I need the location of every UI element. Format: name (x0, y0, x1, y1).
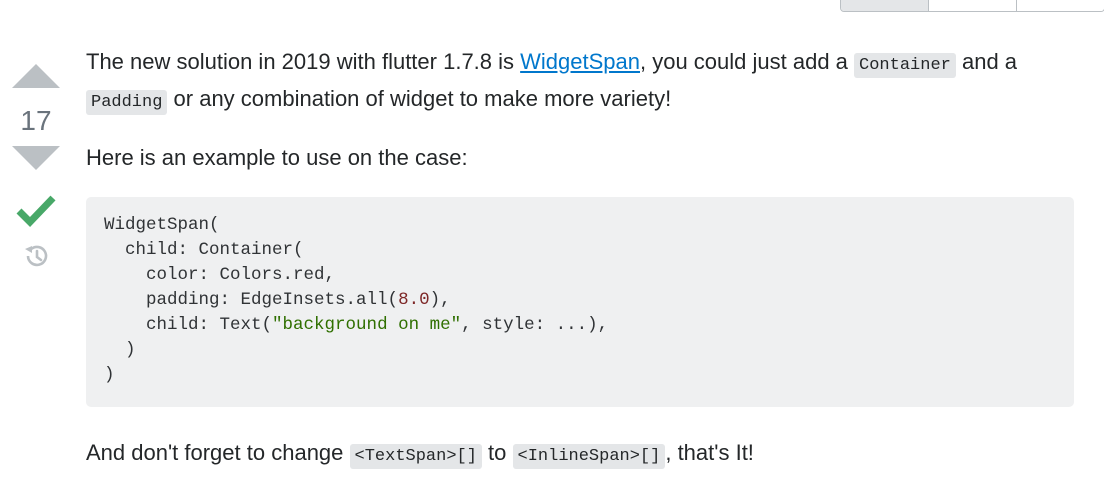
code-token: , style: ...), (461, 315, 609, 335)
code-token: 8.0 (398, 290, 430, 310)
inline-code-inlinespan: <InlineSpan>[] (512, 444, 666, 469)
inline-code-padding: Padding (86, 90, 168, 115)
code-line: child: Container( (104, 238, 1056, 263)
paragraph-intro: The new solution in 2019 with flutter 1.… (86, 45, 1076, 119)
vote-up-arrow-icon[interactable] (12, 64, 60, 88)
code-token: color: Colors.red, (146, 265, 336, 285)
code-block: WidgetSpan( child: Container( color: Col… (86, 197, 1074, 407)
code-line: WidgetSpan( (104, 213, 1056, 238)
code-token: "background on me" (272, 315, 462, 335)
history-icon[interactable] (22, 242, 50, 270)
vote-down-arrow-icon[interactable] (12, 146, 60, 170)
code-token: child: Text( (146, 315, 273, 335)
code-line: child: Text("background on me", style: .… (104, 313, 1056, 338)
checkmark-icon (16, 195, 56, 228)
intro-text-4: or any combination of widget to make mor… (167, 86, 672, 111)
intro-text-3: and a (955, 49, 1018, 74)
code-line: ) (104, 363, 1056, 388)
sort-tab-2[interactable] (928, 0, 1016, 11)
sort-tabs (840, 0, 1104, 12)
intro-text-1: The new solution in 2019 with flutter 1.… (86, 49, 521, 74)
code-token: ), (429, 290, 451, 310)
inline-code-textspan: <TextSpan>[] (349, 444, 482, 469)
outro-text-1: And don't forget to change (86, 440, 350, 465)
outro-text-3: , that's It! (665, 440, 754, 465)
answer-body: The new solution in 2019 with flutter 1.… (86, 45, 1076, 196)
sort-tab-1[interactable] (841, 0, 928, 11)
widgetspan-link[interactable]: WidgetSpan (520, 49, 640, 74)
vote-column: 17 (8, 56, 64, 270)
code-token: child: Container( (125, 240, 304, 260)
code-token: ) (125, 340, 136, 360)
code-line: color: Colors.red, (104, 263, 1056, 288)
vote-count: 17 (20, 105, 52, 136)
paragraph-example: Here is an example to use on the case: (86, 145, 468, 170)
code-line: padding: EdgeInsets.all(8.0), (104, 288, 1056, 313)
intro-text-2: , you could just add a (640, 49, 855, 74)
outro-text-2: to (481, 440, 513, 465)
paragraph-outro: And don't forget to change <TextSpan>[] … (86, 436, 754, 473)
sort-tab-3[interactable] (1016, 0, 1104, 11)
code-token: ) (104, 365, 115, 385)
inline-code-container: Container (854, 53, 956, 78)
code-line: ) (104, 338, 1056, 363)
code-token: WidgetSpan( (104, 215, 220, 235)
code-token: padding: EdgeInsets.all( (146, 290, 399, 310)
